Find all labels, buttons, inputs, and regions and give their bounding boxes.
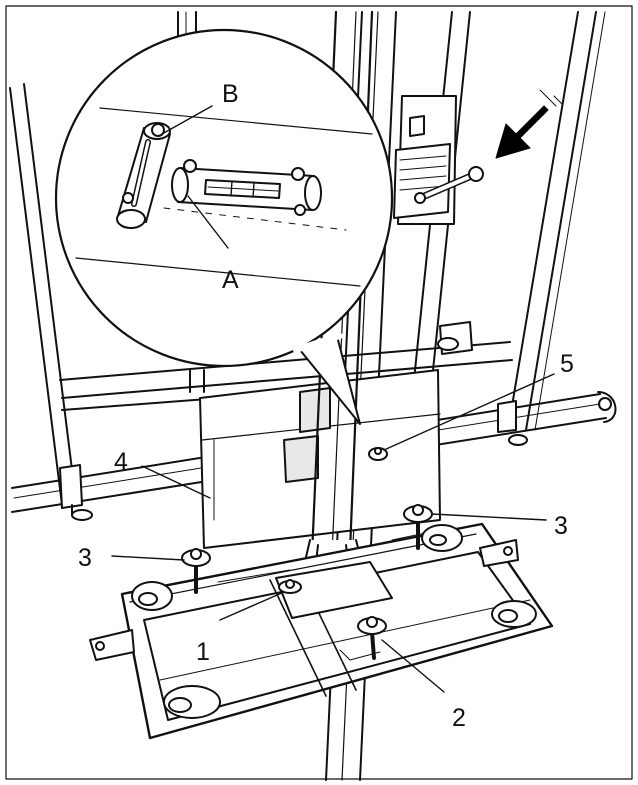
level-vial-b: [116, 122, 171, 229]
base-wheels: [131, 524, 537, 719]
callout-a: A: [222, 266, 239, 294]
callout-3-left: 3: [78, 544, 92, 572]
callout-2: 2: [452, 704, 466, 732]
carriage-plate: [199, 369, 441, 549]
callout-3-right: 3: [554, 512, 568, 540]
base-frame: [89, 522, 554, 740]
mast-clamp: [393, 95, 484, 225]
callout-b: B: [222, 80, 239, 108]
callout-4: 4: [114, 448, 128, 476]
level-vial-a: [171, 159, 322, 216]
callout-5: 5: [560, 350, 574, 378]
callout-1: 1: [196, 638, 210, 666]
figure-border: [5, 5, 633, 780]
leader-lines: [111, 105, 555, 693]
leveling-knobs: [181, 447, 433, 660]
direction-arrow: [495, 105, 549, 159]
mast-base-plate: [275, 561, 393, 619]
